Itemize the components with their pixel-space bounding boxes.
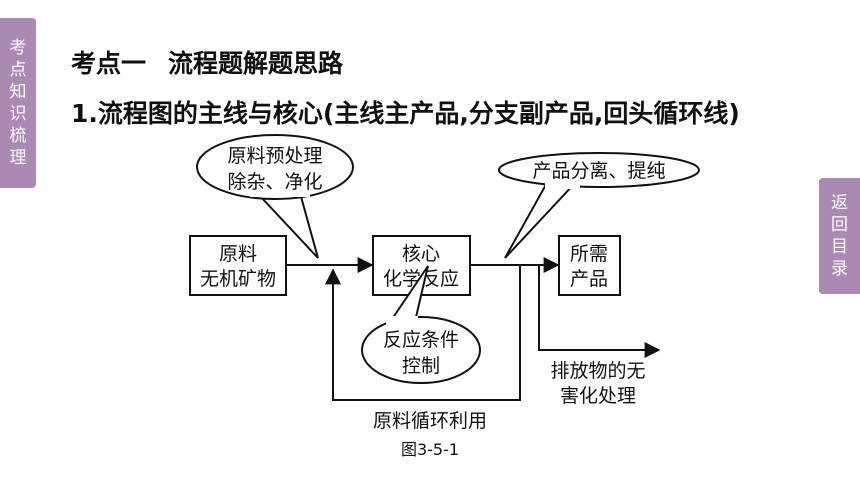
section-tab-char: 识 (9, 104, 27, 124)
bubble-pretreat-line1: 原料预处理 (227, 145, 322, 167)
box-frame (558, 235, 621, 296)
title-part-2: 流程题解题思路 (168, 49, 344, 78)
box-frame (189, 235, 287, 296)
bubble-pointer-mask (250, 185, 310, 197)
title-part-1: 考点一 (71, 49, 147, 78)
bubble-pretreatment: 原料预处理 除杂、净化 (196, 134, 354, 259)
bubble-pointer (387, 265, 429, 326)
bubble-conditions: 反应条件 控制 (361, 265, 481, 384)
section-tab-char: 理 (9, 148, 27, 168)
section-tab-knowledge[interactable]: 考 点 知 识 梳 理 (0, 18, 36, 188)
box-core-line1: 核心 (402, 243, 440, 265)
back-button-char: 录 (831, 259, 848, 279)
bubble-conditions-line1: 反应条件 (383, 329, 459, 351)
waste-label-line1: 排放物的无 (550, 360, 645, 382)
bubble-pointer (259, 192, 319, 259)
box-product: 所需 产品 (558, 235, 621, 296)
section-tab-char: 知 (9, 82, 27, 102)
bubble-pointer-mask (545, 180, 580, 189)
arrow-waste-branch (538, 265, 661, 358)
bubble-shape (196, 134, 354, 200)
back-button-char: 返 (831, 193, 848, 213)
bubble-conditions-line2: 控制 (402, 355, 440, 377)
bubble-separation: 产品分离、提纯 (498, 152, 700, 259)
box-raw-line2: 无机矿物 (200, 268, 276, 290)
back-button-char: 回 (831, 215, 848, 235)
bubble-separate-text: 产品分离、提纯 (532, 160, 665, 182)
bubble-shape (361, 316, 481, 384)
waste-label-line2: 害化处理 (560, 385, 636, 407)
box-product-line2: 产品 (570, 268, 608, 290)
box-raw-materials: 原料 无机矿物 (189, 235, 287, 296)
figure-caption: 图3-5-1 (401, 440, 459, 459)
section-tab-char: 点 (9, 60, 27, 80)
back-button-char: 目 (831, 237, 848, 257)
bubble-shape (498, 152, 700, 188)
recycle-label: 原料循环利用 (373, 410, 487, 432)
box-raw-line1: 原料 (219, 243, 257, 265)
bubble-pointer-mask (386, 316, 418, 330)
section-tab-char: 考 (9, 38, 27, 58)
section-tab-char: 梳 (9, 126, 27, 146)
bubble-pretreat-line2: 除杂、净化 (227, 171, 322, 193)
bubble-pointer (504, 180, 576, 259)
section-heading: 1.流程图的主线与核心(主线主产品,分支副产品,回头循环线) (71, 99, 740, 128)
arrow-recycle-loop (325, 265, 521, 401)
box-product-line1: 所需 (570, 243, 608, 265)
page-title: 考点一流程题解题思路 (71, 44, 343, 80)
back-to-contents-button[interactable]: 返 回 目 录 (819, 178, 860, 294)
